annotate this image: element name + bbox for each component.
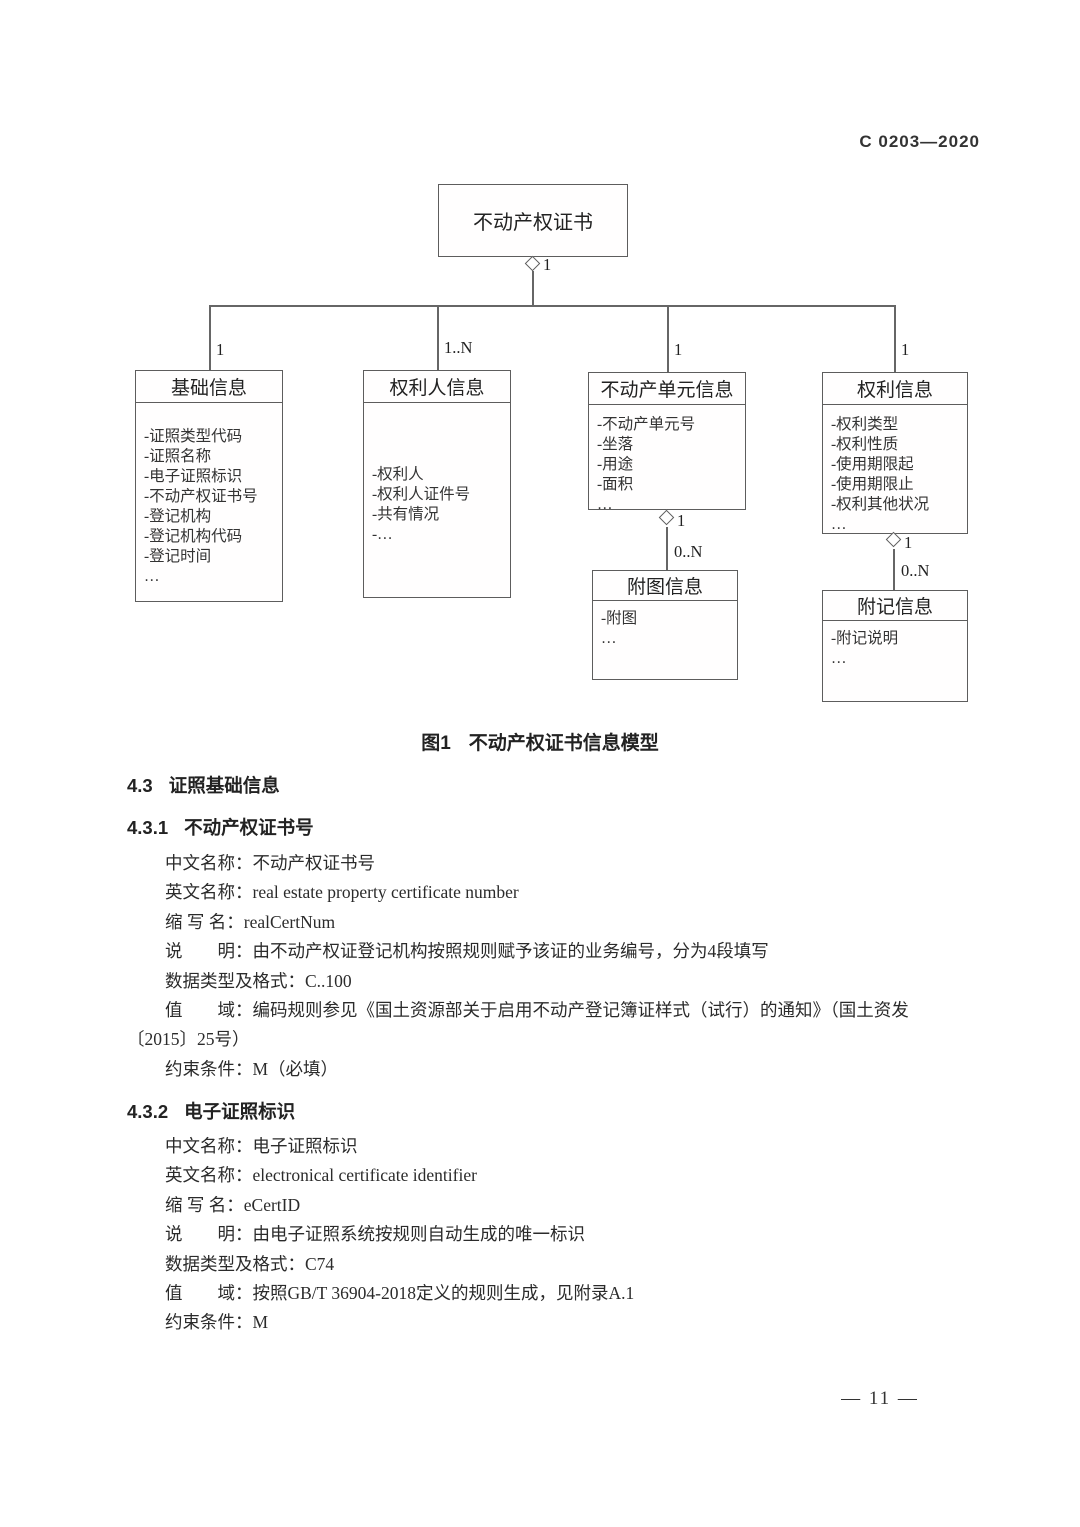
attribute-line: -登记时间 [144, 548, 212, 565]
class-attributes: -权利类型 -权利性质 -使用期限起 -使用期限止 -权利其他状况 … [823, 405, 967, 535]
class-box-root: 不动产权证书 [438, 184, 628, 257]
field-line: 数据类型及格式：C74 [165, 1253, 335, 1274]
attribute-line: -权利类型 [831, 416, 899, 433]
attribute-line: … [601, 630, 617, 647]
attribute-line: … [831, 650, 847, 667]
attribute-line: -权利人 [372, 466, 424, 483]
class-box-note-info: 附记信息 -附记说明 … [822, 590, 968, 702]
section-heading-4-3-2: 4.3.2 电子证照标识 [127, 1098, 295, 1124]
section-title: 证照基础信息 [168, 775, 280, 796]
section-heading-4-3-1: 4.3.1 不动产权证书号 [127, 814, 314, 840]
class-attributes: -附记说明 … [823, 621, 967, 669]
connector-line [437, 305, 439, 370]
field-line: 说 明：由不动产权证登记机构按照规则赋予该证的业务编号，分为4段填写 [165, 941, 769, 962]
class-attributes: -不动产单元号 -坐落 -用途 -面积 … [589, 405, 745, 515]
class-attributes: -附图 … [593, 601, 737, 649]
class-box-figure-info: 附图信息 -附图 … [592, 570, 738, 680]
field-line: 值 域：编码规则参见《国土资源部关于启用不动产登记簿证样式（试行）的通知》（国土… [165, 1000, 909, 1021]
attribute-line: … [831, 516, 847, 533]
field-line: 中文名称：电子证照标识 [165, 1136, 358, 1156]
attribute-line: -权利人证件号 [372, 486, 471, 503]
class-box-holder-info: 权利人信息 -权利人 -权利人证件号 -共有情况 -… [363, 370, 511, 598]
field-line: 英文名称：electronical certificate identifier [165, 1165, 477, 1186]
connector-line [667, 305, 669, 372]
section-body-4-3-2: 中文名称：电子证照标识 英文名称：electronical certificat… [127, 1132, 1007, 1338]
multiplicity-label: 0..N [901, 561, 930, 580]
multiplicity-label: 1..N [444, 338, 473, 357]
multiplicity-label: 1 [543, 255, 552, 274]
attribute-line: … [597, 496, 613, 513]
field-line: 约束条件：M [165, 1312, 269, 1333]
field-line: 数据类型及格式：C..100 [165, 970, 352, 991]
field-line: 中文名称：不动产权证书号 [165, 853, 375, 873]
class-box-basic-info: 基础信息 -证照类型代码 -证照名称 -电子证照标识 -不动产权证书号 -登记机… [135, 370, 283, 602]
multiplicity-label: 0..N [674, 542, 703, 561]
attribute-line: -权利性质 [831, 436, 899, 453]
attribute-line: -不动产权证书号 [144, 488, 258, 505]
attribute-line: -用途 [597, 456, 634, 473]
attribute-line: -… [372, 526, 393, 543]
section-heading-4-3: 4.3 证照基础信息 [127, 772, 280, 798]
connector-line [894, 305, 896, 372]
attribute-line: -电子证照标识 [144, 468, 243, 485]
figure-caption-text: 不动产权证书信息模型 [468, 733, 659, 754]
field-line: 缩 写 名：eCertID [165, 1194, 301, 1215]
section-number: 4.3.1 [127, 817, 169, 838]
figure-caption-label: 图1 [421, 733, 451, 754]
section-title: 不动产权证书号 [184, 817, 314, 838]
class-title: 不动产单元信息 [589, 373, 745, 405]
multiplicity-label: 1 [674, 340, 683, 359]
attribute-line: -面积 [597, 476, 634, 493]
class-box-unit-info: 不动产单元信息 -不动产单元号 -坐落 -用途 -面积 … [588, 372, 746, 513]
field-line-continuation: 〔2015〕25号） [127, 1029, 250, 1050]
class-attributes: -权利人 -权利人证件号 -共有情况 -… [364, 403, 510, 545]
attribute-line: … [144, 568, 160, 585]
connector-line [532, 271, 534, 305]
multiplicity-label: 1 [216, 340, 225, 359]
doc-number: C 0203—2020 [859, 132, 980, 151]
class-title: 权利人信息 [364, 371, 510, 403]
field-line: 英文名称：real estate property certificate nu… [165, 882, 519, 903]
aggregation-diamond-icon [524, 255, 541, 272]
attribute-line: -证照类型代码 [144, 428, 243, 445]
attribute-line: -使用期限止 [831, 476, 914, 493]
attribute-line: -使用期限起 [831, 456, 914, 473]
page-number: — 11 — [841, 1388, 919, 1409]
connector-line [893, 549, 895, 590]
class-title: 附图信息 [593, 571, 737, 601]
attribute-line: -不动产单元号 [597, 416, 696, 433]
attribute-line: -共有情况 [372, 506, 440, 523]
class-title: 不动产权证书 [473, 212, 593, 234]
class-title: 基础信息 [136, 371, 282, 403]
multiplicity-label: 1 [904, 533, 913, 552]
class-title: 附记信息 [823, 591, 967, 621]
attribute-line: -证照名称 [144, 448, 212, 465]
attribute-line: -权利其他状况 [831, 496, 930, 513]
class-attributes: -证照类型代码 -证照名称 -电子证照标识 -不动产权证书号 -登记机构 -登记… [136, 403, 282, 587]
section-title: 电子证照标识 [184, 1101, 296, 1122]
connector-line [209, 305, 895, 307]
figure-caption: 图1 不动产权证书信息模型 [0, 728, 1080, 755]
section-number: 4.3.2 [127, 1101, 169, 1122]
section-body-4-3-1: 中文名称：不动产权证书号 英文名称：real estate property c… [127, 849, 1007, 1084]
field-line: 约束条件：M（必填） [165, 1058, 339, 1079]
multiplicity-label: 1 [901, 340, 910, 359]
attribute-line: -登记机构 [144, 508, 212, 525]
section-number: 4.3 [127, 775, 153, 796]
multiplicity-label: 1 [677, 511, 686, 530]
field-line: 缩 写 名：realCertNum [165, 911, 336, 932]
attribute-line: -附记说明 [831, 630, 899, 647]
connector-line [666, 527, 668, 570]
field-line: 说 明：由电子证照系统按规则自动生成的唯一标识 [165, 1224, 585, 1245]
attribute-line: -登记机构代码 [144, 528, 243, 545]
field-line: 值 域：按照GB/T 36904-2018定义的规则生成，见附录A.1 [165, 1283, 635, 1304]
attribute-line: -坐落 [597, 436, 634, 453]
class-title: 权利信息 [823, 373, 967, 405]
connector-line [209, 305, 211, 370]
class-box-right-info: 权利信息 -权利类型 -权利性质 -使用期限起 -使用期限止 -权利其他状况 … [822, 372, 968, 534]
attribute-line: -附图 [601, 610, 638, 627]
